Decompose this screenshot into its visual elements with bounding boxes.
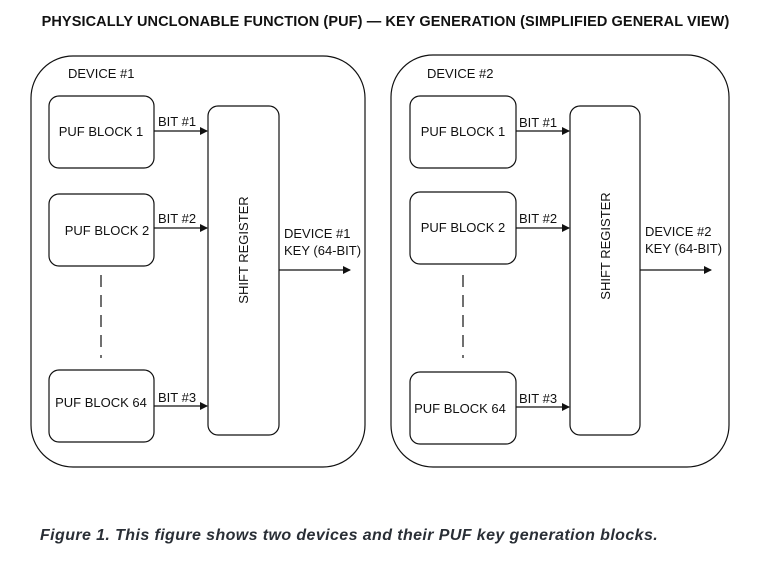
- bit-2-label: BIT #2: [519, 211, 557, 226]
- device-1-label: DEVICE #1: [68, 66, 134, 81]
- figure-caption: Figure 1. This figure shows two devices …: [40, 527, 659, 544]
- bit-2-label: BIT #2: [158, 211, 196, 226]
- key-output-label-line2: KEY (64-BIT): [284, 243, 361, 258]
- device-1-container: [30, 55, 366, 468]
- key-output-label-line1: DEVICE #1: [284, 226, 350, 241]
- device-1: DEVICE #1 PUF BLOCK 1 PUF BLOCK 2 PUF BL…: [30, 55, 366, 468]
- shift-register-label: SHIFT REGISTER: [598, 192, 613, 299]
- puf-block-1-label: PUF BLOCK 1: [421, 124, 506, 139]
- key-output-label-line2: KEY (64-BIT): [645, 241, 722, 256]
- bit-1-label: BIT #1: [519, 115, 557, 130]
- puf-block-2-label: PUF BLOCK 2: [65, 223, 150, 238]
- puf-block-1-label: PUF BLOCK 1: [59, 124, 144, 139]
- device-2-container: [390, 54, 730, 468]
- puf-block-64-label: PUF BLOCK 64: [414, 401, 506, 416]
- puf-block-1: [48, 95, 155, 169]
- shift-register-label: SHIFT REGISTER: [236, 196, 251, 303]
- puf-block-2-label: PUF BLOCK 2: [421, 220, 506, 235]
- puf-block-64: [409, 371, 517, 445]
- bit-3-label: BIT #3: [519, 391, 557, 406]
- puf-block-64-label: PUF BLOCK 64: [55, 395, 147, 410]
- device-2: DEVICE #2 PUF BLOCK 1 PUF BLOCK 2 PUF BL…: [390, 54, 730, 468]
- puf-block-2: [48, 193, 155, 267]
- puf-block-1: [409, 95, 517, 169]
- device-2-label: DEVICE #2: [427, 66, 493, 81]
- bit-3-label: BIT #3: [158, 390, 196, 405]
- diagram-title: PHYSICALLY UNCLONABLE FUNCTION (PUF) — K…: [41, 14, 730, 30]
- bit-1-label: BIT #1: [158, 114, 196, 129]
- key-output-label-line1: DEVICE #2: [645, 224, 711, 239]
